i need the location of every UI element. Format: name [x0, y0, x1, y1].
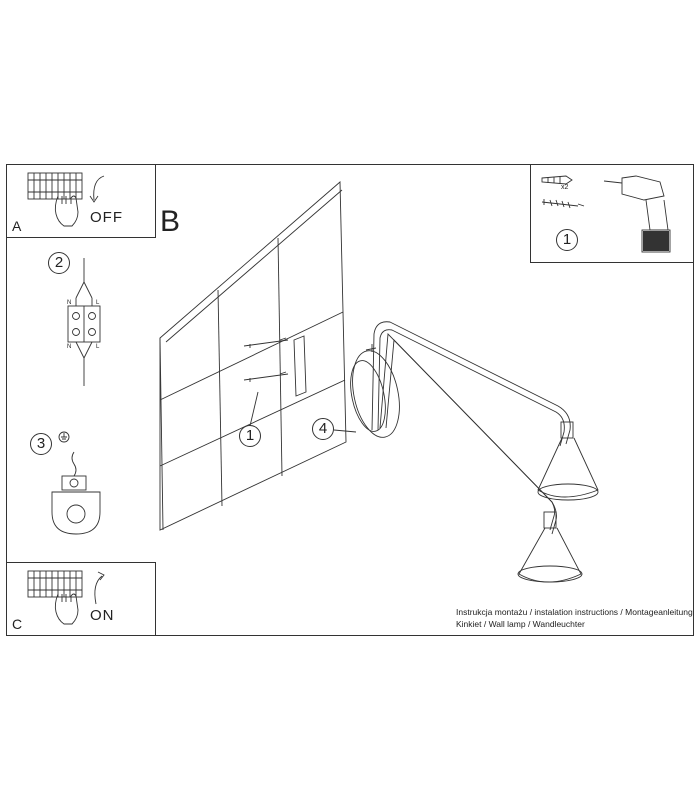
- lamp-callout-4: 4: [312, 418, 334, 440]
- step-3-callout: 3: [30, 433, 52, 455]
- wall-illustration: [159, 181, 347, 531]
- quantity-label: x2: [561, 184, 569, 191]
- live-label-bottom: L: [96, 344, 100, 350]
- leader-line-4: [333, 429, 357, 433]
- neutral-label-bottom: N: [67, 344, 72, 350]
- rotate-arrow-icon: [89, 175, 105, 203]
- ground-plate-icon: [51, 451, 101, 535]
- off-label: OFF: [90, 209, 123, 226]
- caption-instructions: Instrukcja montażu / instalation instruc…: [456, 607, 693, 617]
- wall-lamp-illustration: [371, 321, 599, 583]
- wall-plug-icon: [541, 175, 573, 185]
- caption-product: Kinkiet / Wall lamp / Wandleuchter: [456, 619, 585, 629]
- panel-c: [6, 562, 156, 636]
- step-a-letter: A: [12, 218, 22, 234]
- neutral-label-top: N: [67, 300, 72, 306]
- kit-callout-1: 1: [556, 229, 578, 251]
- ground-icon: [58, 431, 70, 443]
- wall-bracket-icon: [243, 335, 307, 397]
- on-label: ON: [90, 607, 115, 624]
- hand-icon: [54, 195, 79, 227]
- rotate-arrow-icon: [94, 571, 105, 605]
- instruction-frame: [6, 164, 694, 636]
- step-b-letter: B: [160, 205, 181, 238]
- step-c-letter: C: [12, 616, 23, 632]
- hand-icon: [54, 593, 79, 625]
- terminal-block-icon: [67, 258, 101, 386]
- breaker-panel-icon: [27, 172, 83, 200]
- wall-callout-1: 1: [239, 425, 261, 447]
- lamp-base-icon: [350, 344, 400, 438]
- screw-icon: [541, 199, 585, 209]
- leader-line-1: [249, 391, 259, 427]
- step-2-callout: 2: [48, 252, 70, 274]
- drill-icon: [603, 175, 671, 253]
- live-label-top: L: [96, 300, 100, 306]
- breaker-panel-icon: [27, 570, 83, 598]
- panel-a: [6, 164, 156, 238]
